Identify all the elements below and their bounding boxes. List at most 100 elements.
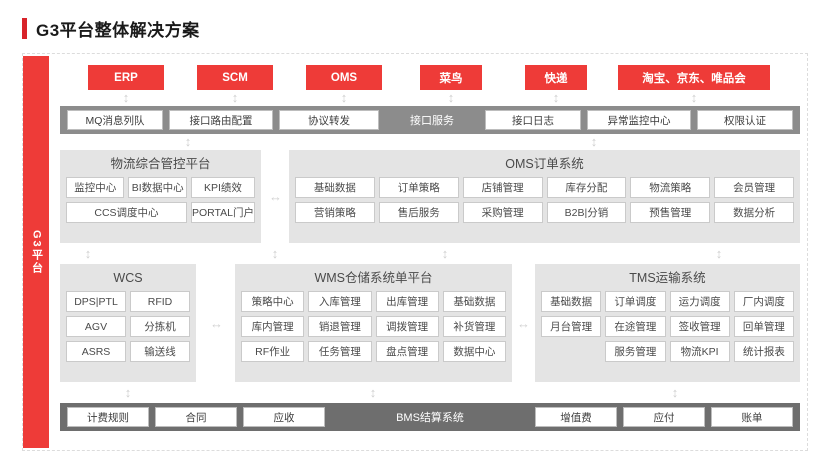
down-up-arrow-icon: ↕ [715,246,723,261]
panel-wms: WMS仓储系统单平台 策略中心 入库管理 出库管理 基础数据 库内管理 销退管理… [235,264,512,382]
oms-item-marketing[interactable]: 营销策略 [295,202,375,223]
wms-item-returns[interactable]: 销退管理 [308,316,372,337]
tms-item-inplant-dispatch[interactable]: 厂内调度 [733,291,794,312]
tms-item-in-transit[interactable]: 在途管理 [605,316,666,337]
oms-item-base-data[interactable]: 基础数据 [295,177,375,198]
oms-item-inventory-alloc[interactable]: 库存分配 [546,177,627,198]
tms-item-dock-mgmt[interactable]: 月台管理 [541,316,602,337]
connector-row-interface: ↕ ↕ [60,134,800,150]
logistics-item-ccs-dispatch[interactable]: CCS调度中心 [66,202,187,223]
tms-item-service-mgmt[interactable]: 服务管理 [605,341,666,362]
down-up-arrow-icon: ↕ [369,385,377,400]
wms-item-in-warehouse[interactable]: 库内管理 [241,316,305,337]
wcs-item-agv[interactable]: AGV [66,316,126,337]
tms-item-order-dispatch[interactable]: 订单调度 [605,291,666,312]
interface-item-mq[interactable]: MQ消息列队 [67,110,163,130]
wms-item-stocktaking[interactable]: 盘点管理 [375,341,439,362]
wms-item-rf-operation[interactable]: RF作业 [241,341,305,362]
panel-title-logistics: 物流综合管控平台 [110,157,211,171]
connector-row-top: ↕ ↕ ↕ ↕ ↕ ↕ [60,90,800,106]
down-up-arrow-icon: ↕ [271,246,279,261]
panel-wcs: WCS DPS|PTL RFID AGV 分拣机 ASRS 输送线 [60,264,196,382]
system-chip-express[interactable]: 快递 [525,65,587,90]
down-up-arrow-icon: ↕ [552,90,560,105]
tms-grid: 基础数据 订单调度 运力调度 厂内调度 月台管理 在途管理 签收管理 回单管理 … [541,291,794,362]
wcs-item-conveyor[interactable]: 输送线 [130,341,190,362]
interface-item-monitor[interactable]: 异常监控中心 [587,110,691,130]
title-accent-bar [22,18,27,39]
interface-item-protocol[interactable]: 协议转发 [279,110,379,130]
wms-grid: 策略中心 入库管理 出库管理 基础数据 库内管理 销退管理 调拨管理 补货管理 … [241,291,506,362]
row-wcs-wms-tms: WCS DPS|PTL RFID AGV 分拣机 ASRS 输送线 ↔ WMS仓… [60,264,800,382]
interface-service-bar: MQ消息列队 接口路由配置 协议转发 接口服务 接口日志 异常监控中心 权限认证 [60,106,800,134]
oms-item-purchase[interactable]: 采购管理 [462,202,543,223]
bms-item-contract[interactable]: 合同 [155,407,237,427]
tms-item-receipt-mgmt[interactable]: 回单管理 [733,316,794,337]
oms-item-aftersales[interactable]: 售后服务 [378,202,459,223]
panel-title-wcs: WCS [113,271,143,285]
wms-item-outbound[interactable]: 出库管理 [375,291,439,312]
bms-settlement-bar: 计费规则 合同 应收 BMS结算系统 增值费 应付 账单 [60,403,800,431]
oms-item-b2b[interactable]: B2B|分销 [546,202,627,223]
bms-item-payable[interactable]: 应付 [623,407,705,427]
oms-item-analytics[interactable]: 数据分析 [714,202,794,223]
tms-item-logistics-kpi[interactable]: 物流KPI [669,341,730,362]
tms-grid-spacer [541,341,601,362]
logistics-grid: 监控中心 BI数据中心 KPI绩效 CCS调度中心 PORTAL门户 [66,177,255,223]
down-up-arrow-icon: ↕ [441,246,449,261]
wcs-item-dps-ptl[interactable]: DPS|PTL [66,291,126,312]
panel-title-wms: WMS仓储系统单平台 [314,271,433,285]
bms-item-bill[interactable]: 账单 [711,407,793,427]
page-title: G3平台整体解决方案 [22,16,200,41]
system-chip-erp[interactable]: ERP [88,65,164,90]
wms-item-base-data[interactable]: 基础数据 [442,291,506,312]
logistics-item-kpi[interactable]: KPI绩效 [190,177,255,198]
wcs-item-sorter[interactable]: 分拣机 [130,316,190,337]
wcs-item-rfid[interactable]: RFID [130,291,190,312]
system-chip-oms[interactable]: OMS [306,65,382,90]
logistics-item-bi-center[interactable]: BI数据中心 [128,177,187,198]
system-chip-cainiao[interactable]: 菜鸟 [420,65,482,90]
logistics-item-monitor-center[interactable]: 监控中心 [66,177,125,198]
tms-item-capacity-dispatch[interactable]: 运力调度 [669,291,730,312]
down-up-arrow-icon: ↕ [340,90,348,105]
interface-item-log[interactable]: 接口日志 [485,110,581,130]
sidebar-g3-platform: G3平台 [23,56,49,448]
panel-title-tms: TMS运输系统 [629,271,706,285]
wms-item-replenish[interactable]: 补货管理 [442,316,506,337]
oms-item-shop-mgmt[interactable]: 店铺管理 [462,177,543,198]
tms-item-base-data[interactable]: 基础数据 [541,291,602,312]
oms-item-presale[interactable]: 预售管理 [630,202,711,223]
connector-row-bottom: ↕ ↕ ↕ [60,382,800,403]
wcs-grid: DPS|PTL RFID AGV 分拣机 ASRS 输送线 [66,291,190,362]
interface-item-auth[interactable]: 权限认证 [697,110,793,130]
bms-item-value-added[interactable]: 增值费 [535,407,617,427]
oms-item-logistics-policy[interactable]: 物流策略 [630,177,711,198]
down-up-arrow-icon: ↕ [124,385,132,400]
wms-item-data-center[interactable]: 数据中心 [442,341,506,362]
wms-item-transfer[interactable]: 调拨管理 [375,316,439,337]
wms-item-task-mgmt[interactable]: 任务管理 [308,341,372,362]
down-up-arrow-icon: ↕ [447,90,455,105]
top-systems-row: ERP SCM OMS 菜鸟 快递 淘宝、京东、唯品会 [60,65,800,90]
down-up-arrow-icon: ↕ [122,90,130,105]
page-title-text: G3平台整体解决方案 [36,21,200,40]
oms-item-order-strategy[interactable]: 订单策略 [378,177,459,198]
sidebar-label: G3平台 [30,229,43,275]
interface-item-routing[interactable]: 接口路由配置 [169,110,273,130]
wcs-item-asrs[interactable]: ASRS [66,341,126,362]
wms-item-strategy-center[interactable]: 策略中心 [241,291,305,312]
panel-title-oms: OMS订单系统 [505,157,584,171]
wms-item-inbound[interactable]: 入库管理 [308,291,372,312]
logistics-item-portal[interactable]: PORTAL门户 [190,202,255,223]
panel-tms: TMS运输系统 基础数据 订单调度 运力调度 厂内调度 月台管理 在途管理 签收… [535,264,800,382]
bms-item-billing-rules[interactable]: 计费规则 [67,407,149,427]
tms-item-signoff[interactable]: 签收管理 [669,316,730,337]
tms-item-reports[interactable]: 统计报表 [733,341,794,362]
system-chip-marketplaces[interactable]: 淘宝、京东、唯品会 [618,65,770,90]
oms-item-member-mgmt[interactable]: 会员管理 [714,177,794,198]
bms-item-receivable[interactable]: 应收 [243,407,325,427]
diagram-content: ERP SCM OMS 菜鸟 快递 淘宝、京东、唯品会 ↕ ↕ ↕ ↕ ↕ ↕ … [60,56,800,448]
panel-logistics-platform: 物流综合管控平台 监控中心 BI数据中心 KPI绩效 CCS调度中心 PORTA… [60,150,261,243]
system-chip-scm[interactable]: SCM [197,65,273,90]
